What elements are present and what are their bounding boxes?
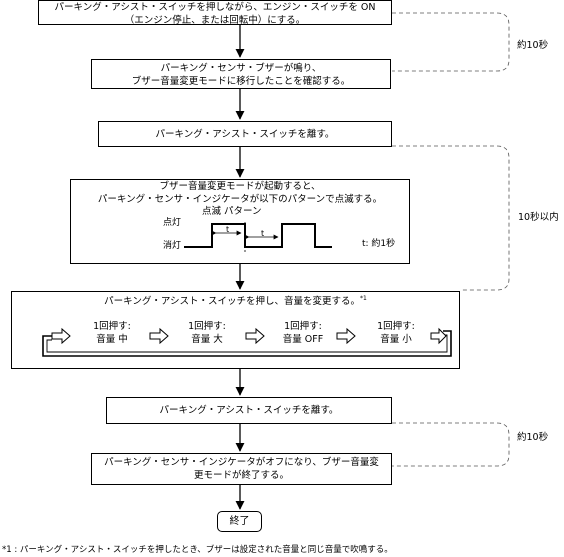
- blink-on-label: 点灯: [163, 218, 182, 228]
- step-mode-ends: パーキング・センサ・インジケータがオフになり、ブザー音量変 更モードが終了する。: [91, 453, 392, 485]
- blink-pattern-title: 点滅 パターン: [202, 206, 262, 217]
- footnote-mark: *1: [360, 294, 367, 302]
- step-indicator-blink: ブザー音量変更モードが起動すると、 パーキング・センサ・インジケータが以下のパタ…: [70, 179, 410, 264]
- blink-t-note: t: 約1秒: [362, 239, 396, 249]
- volume-state-label: 音量 OFF: [282, 334, 324, 345]
- footnote: *1 : パーキング・アシスト・スイッチを押したとき、ブザーは設定された音量と同…: [2, 545, 393, 555]
- step-text-line: パーキング・アシスト・スイッチを離す。: [155, 129, 335, 140]
- timing-label-last: 約10秒: [517, 432, 549, 443]
- t-label-2: t: [261, 229, 265, 238]
- end-terminator: 終了: [217, 511, 262, 532]
- step-turn-on-engine-switch: パーキング・アシスト・スイッチを押しながら、エンジン・スイッチを ON （エンジ…: [38, 0, 392, 26]
- volume-step-arrow: [51, 327, 71, 345]
- volume-step-arrow: [149, 327, 169, 345]
- volume-state-label: 音量 小: [380, 334, 412, 345]
- timing-bracket-first: [392, 12, 510, 72]
- volume-loop-track: [42, 330, 452, 357]
- volume-press-label: 1回押す:: [188, 321, 226, 332]
- step-text-line: （エンジン停止、または回転中）にする。: [124, 15, 306, 26]
- volume-press-label: 1回押す:: [93, 321, 131, 332]
- step-text-line: ブザー音量変更モードが起動すると、: [159, 181, 321, 192]
- timing-label-first: 約10秒: [517, 40, 549, 51]
- step-confirm-buzzer: パーキング・センサ・ブザーが鳴り、 ブザー音量変更モードに移行したことを確認する…: [91, 59, 391, 89]
- volume-option-low: 1回押す: 音量 小: [364, 320, 428, 346]
- blink-off-label: 消灯: [163, 241, 182, 251]
- step-release-switch-final: パーキング・アシスト・スイッチを離す。: [106, 397, 392, 424]
- step-release-switch: パーキング・アシスト・スイッチを離す。: [98, 121, 392, 147]
- timing-bracket-within: [392, 145, 510, 291]
- step-text-line: パーキング・アシスト・スイッチを押し、音量を変更する。*1: [12, 295, 459, 308]
- volume-option-high: 1回押す: 音量 大: [175, 320, 239, 346]
- blink-waveform-line: [184, 223, 332, 248]
- step-text-line: パーキング・センサ・インジケータがオフになり、ブザー音量変: [104, 457, 379, 468]
- step-text-line: パーキング・センサ・インジケータが以下のパターンで点滅する。: [97, 194, 383, 205]
- volume-press-label: 1回押す:: [284, 321, 322, 332]
- volume-step-arrow: [430, 327, 447, 345]
- volume-state-label: 音量 中: [96, 334, 128, 345]
- volume-step-arrow: [336, 327, 356, 345]
- step-text-line: パーキング・アシスト・スイッチを離す。: [159, 405, 339, 416]
- step-text-line: パーキング・センサ・ブザーが鳴り、: [160, 63, 322, 74]
- volume-state-label: 音量 大: [191, 334, 223, 345]
- timing-bracket-last: [392, 422, 510, 467]
- volume-step-arrow: [245, 327, 265, 345]
- volume-option-off: 1回押す: 音量 OFF: [270, 320, 336, 346]
- timing-label-within: 10秒以内: [518, 212, 559, 223]
- volume-loop-track-inner: [46, 334, 448, 353]
- volume-step-text: パーキング・アシスト・スイッチを押し、音量を変更する。: [104, 296, 360, 307]
- step-text-line: ブザー音量変更モードに移行したことを確認する。: [131, 76, 351, 87]
- volume-option-medium: 1回押す: 音量 中: [80, 320, 144, 346]
- step-text-line: パーキング・アシスト・スイッチを押しながら、エンジン・スイッチを ON: [54, 2, 376, 13]
- volume-press-label: 1回押す:: [377, 321, 415, 332]
- t-label-1: t: [226, 225, 230, 234]
- step-text-line: 更モードが終了する。: [193, 470, 289, 481]
